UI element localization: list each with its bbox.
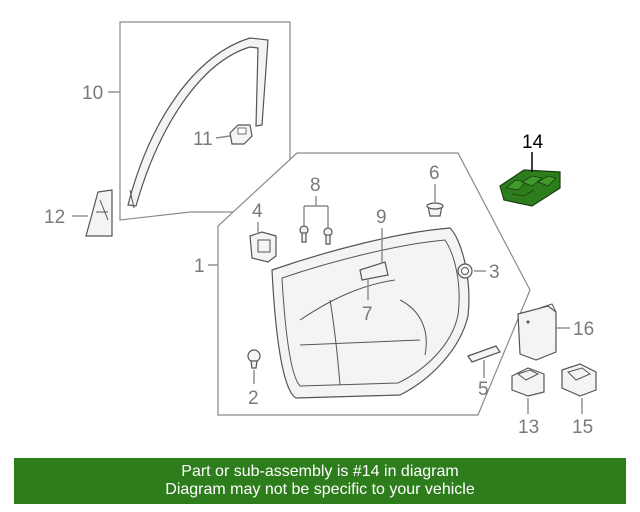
callout-8: 8 [310,175,321,196]
callout-11: 11 [193,129,213,150]
part-2-clip [247,349,261,369]
callout-16: 16 [573,319,594,340]
part-15-switch [561,363,597,397]
callout-4: 4 [252,201,263,222]
callout-14: 14 [522,132,544,153]
callout-7: 7 [362,304,373,325]
info-banner-line-2: Diagram may not be specific to your vehi… [165,481,475,498]
info-banner-line-1: Part or sub-assembly is #14 in diagram [181,463,459,480]
callout-13: 13 [518,417,539,438]
callout-5: 5 [478,379,489,400]
callout-1: 1 [194,256,205,277]
callout-15: 15 [572,417,593,438]
callout-2: 2 [248,388,259,409]
part-11-clip [229,124,253,145]
part-5-cover [467,345,501,363]
part-4-bracket [249,231,277,263]
info-banner: Part or sub-assembly is #14 in diagram D… [14,458,626,504]
callout-12: 12 [44,207,65,228]
callout-6: 6 [429,163,440,184]
callout-10: 10 [82,83,103,104]
part-14-window-switch[interactable] [499,169,561,207]
leader-lines [72,91,583,414]
part-12-trim [85,189,113,237]
part-3-grommet [457,263,473,279]
callout-3: 3 [489,262,500,283]
part-6-clip [426,202,444,217]
callout-9: 9 [376,207,387,228]
part-16-module [517,303,557,361]
part-13-switch [511,367,545,397]
